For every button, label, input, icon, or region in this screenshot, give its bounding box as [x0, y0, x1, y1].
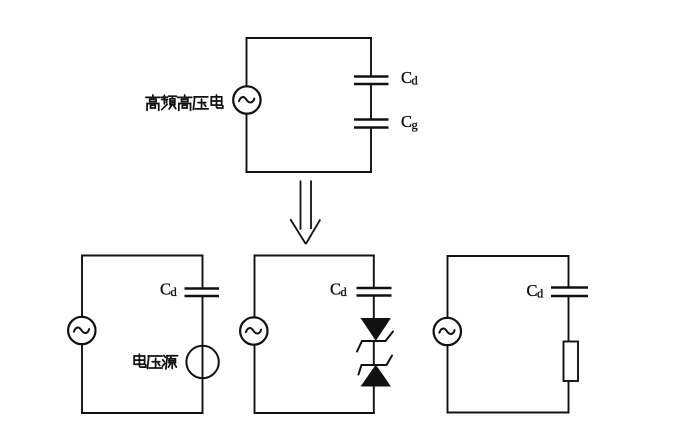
svg-text:d: d: [537, 287, 544, 301]
svg-text:d: d: [171, 285, 178, 299]
svg-text:g: g: [412, 118, 419, 132]
svg-text:d: d: [341, 285, 348, 299]
svg-text:C: C: [330, 280, 341, 299]
svg-text:d: d: [412, 74, 419, 88]
svg-text:C: C: [160, 280, 171, 299]
svg-text:C: C: [401, 68, 412, 87]
svg-text:C: C: [401, 112, 412, 131]
svg-text:C: C: [527, 281, 538, 300]
